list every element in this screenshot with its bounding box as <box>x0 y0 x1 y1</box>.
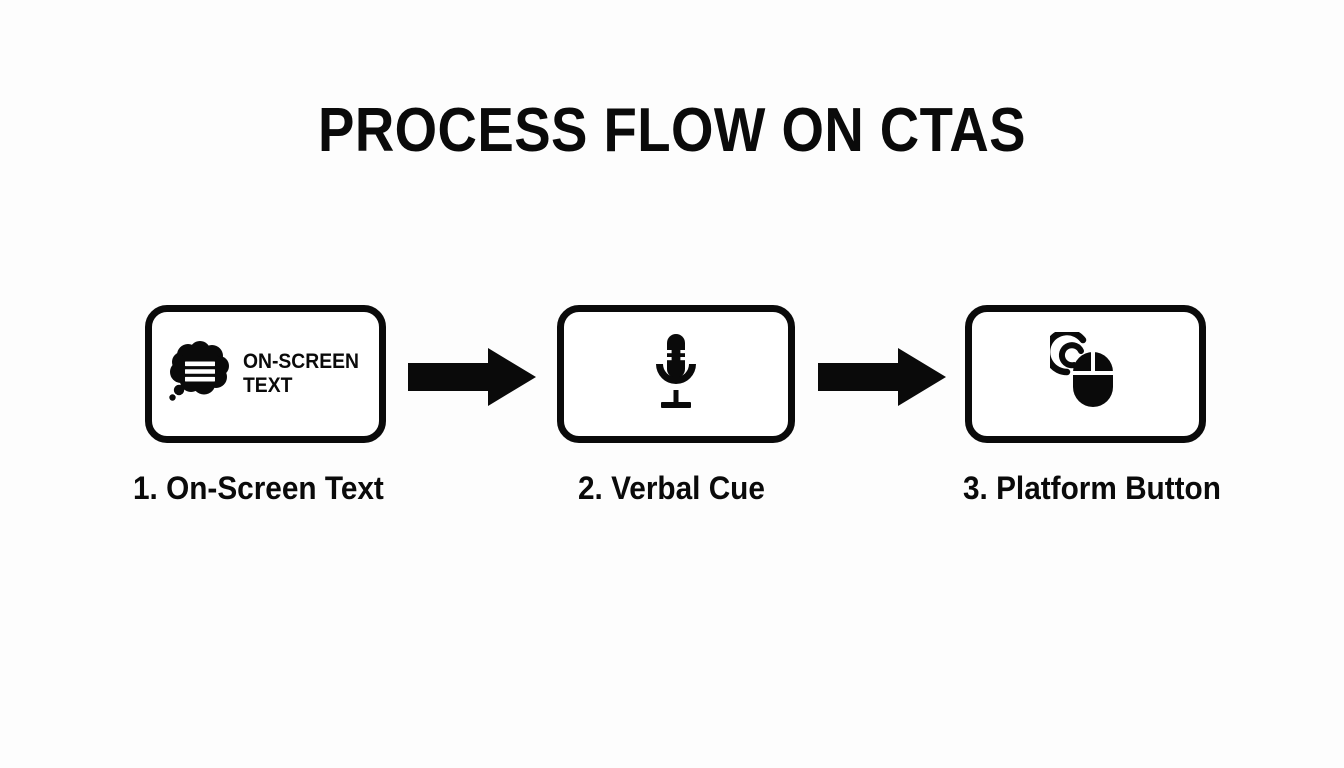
arrow-right-icon-1 <box>408 348 536 406</box>
step-caption-on-screen-text: 1. On-Screen Text <box>133 470 384 506</box>
step-box-platform-button[interactable] <box>965 305 1206 443</box>
step-box-verbal-cue[interactable] <box>557 305 795 443</box>
step-caption-platform-button: 3. Platform Button <box>963 470 1221 506</box>
process-flow-row: ON-SCREEN TEXT <box>0 305 1344 447</box>
step-box-on-screen-text[interactable]: ON-SCREEN TEXT <box>145 305 386 443</box>
step-caption-verbal-cue: 2. Verbal Cue <box>578 470 765 506</box>
page-title: PROCESS FLOW ON CTAS <box>318 96 1026 165</box>
on-screen-text-label: ON-SCREEN TEXT <box>243 350 359 398</box>
arrow-right-icon-2 <box>818 348 946 406</box>
step-1-content: ON-SCREEN TEXT <box>162 340 369 408</box>
on-screen-text-label-line2: TEXT <box>242 374 293 397</box>
mouse-click-icon <box>1043 328 1122 417</box>
microphone-icon <box>644 332 708 417</box>
on-screen-text-label-line1: ON-SCREEN <box>242 350 359 373</box>
thought-bubble-icon <box>166 340 232 408</box>
step-caption-row: 1. On-Screen Text 2. Verbal Cue 3. Platf… <box>0 468 1344 512</box>
